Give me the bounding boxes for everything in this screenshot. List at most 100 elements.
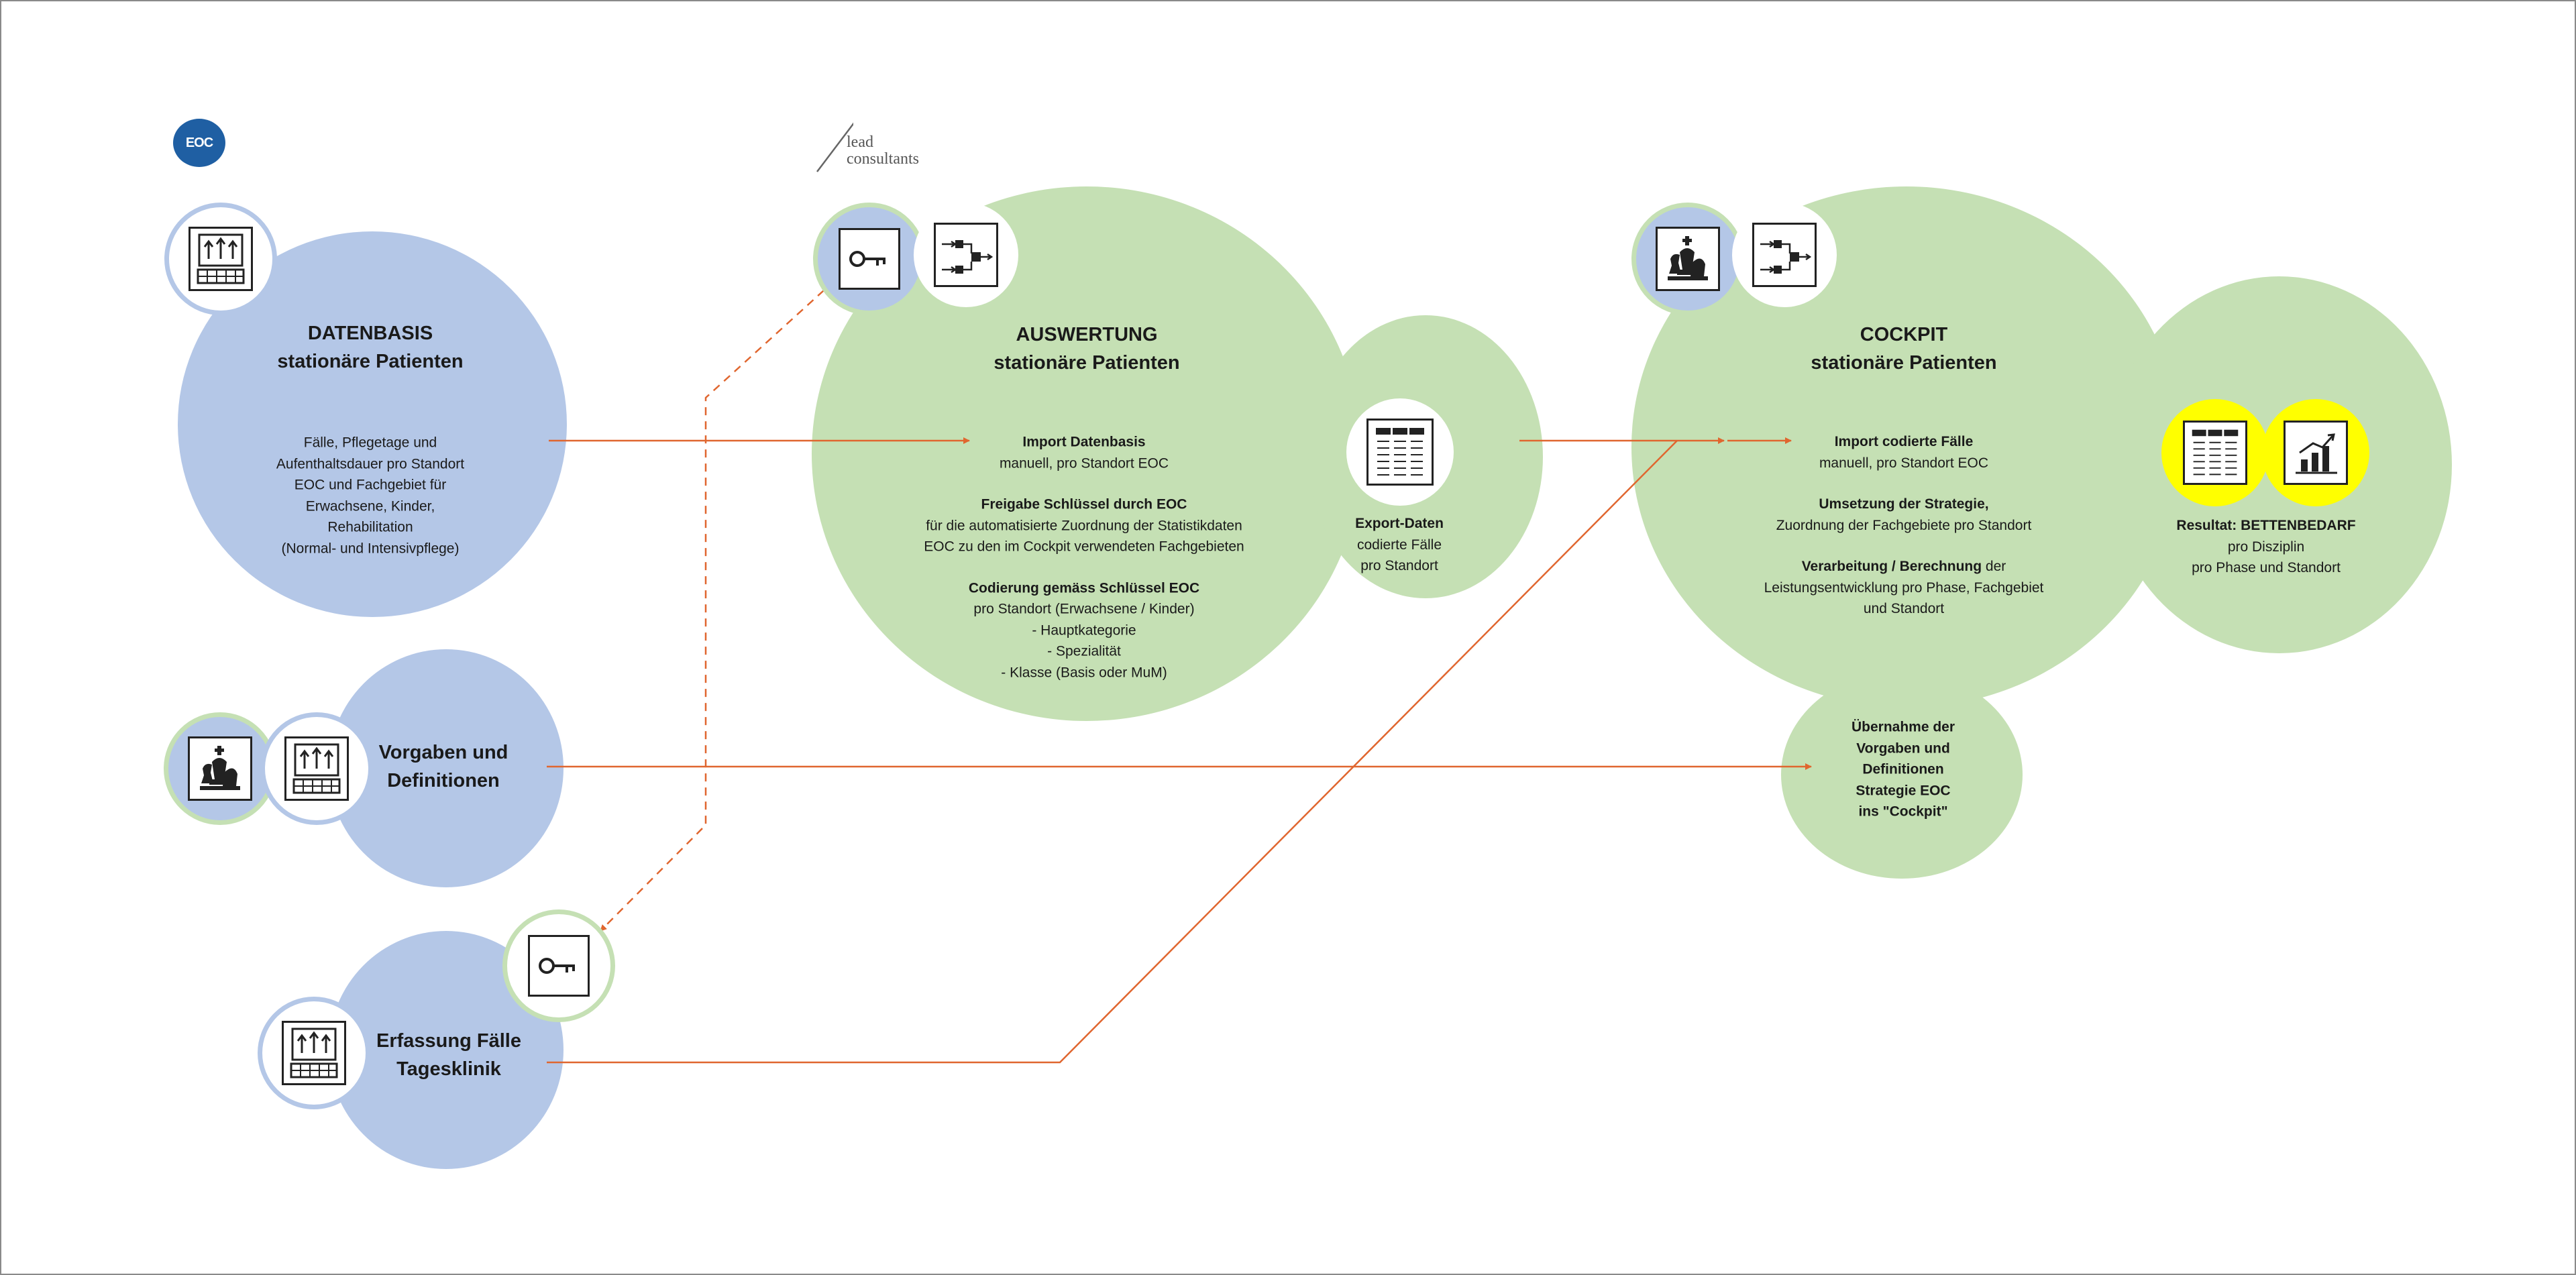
vorgaben-title-line1: Vorgaben und	[378, 741, 508, 763]
lead-logo-line2: consultants	[847, 150, 919, 168]
keyboard-upload-icon-svg	[290, 1028, 338, 1078]
lead-logo-slash	[816, 122, 853, 172]
export-label: Export-Daten codierte Fälle pro Standort	[1355, 513, 1444, 577]
export-title: Export-Daten	[1355, 515, 1444, 531]
datenbasis-title: DATENBASIS	[307, 322, 433, 344]
auswertung-key-bubble	[813, 203, 926, 315]
auswertung-codierung-title: Codierung gemäss Schlüssel EOC	[968, 580, 1200, 596]
datenbasis-body-line: Aufenthaltsdauer pro Standort	[276, 456, 465, 472]
auswertung-import-body: manuell, pro Standort EOC	[999, 455, 1169, 471]
data-table-icon-svg	[1376, 428, 1424, 476]
bar-chart-icon-svg	[2296, 433, 2337, 474]
datenbasis-body-line: Fälle, Pflegetage und	[303, 435, 437, 451]
vorgaben-label: Vorgaben und Definitionen	[379, 738, 508, 795]
datenbasis-label: DATENBASIS stationäre Patienten	[277, 319, 463, 376]
datenbasis-body-line: Rehabilitation	[327, 519, 413, 535]
key-icon-svg	[849, 251, 885, 267]
export-body-line: codierte Fälle	[1356, 537, 1442, 553]
auswertung-codierung-line: - Klasse (Basis oder MuM)	[1001, 665, 1167, 680]
eoc-logo: EOC	[173, 119, 225, 167]
keyboard-upload-icon	[282, 1021, 346, 1085]
vorgaben-data-entry-bubble	[260, 712, 373, 825]
resultat-table-bubble	[2161, 399, 2269, 506]
cockpit-umsetzung-title: Umsetzung der Strategie,	[1819, 496, 1989, 512]
cockpit-import-title: Import codierte Fälle	[1834, 433, 1974, 449]
chess-pieces-icon-svg	[200, 746, 240, 790]
uebernahme-line: Übernahme der	[1851, 719, 1955, 735]
keyboard-upload-icon	[189, 227, 253, 291]
auswertung-process-bubble	[914, 203, 1018, 307]
export-body-line: pro Standort	[1360, 557, 1438, 573]
uebernahme-line: Vorgaben und	[1856, 740, 1950, 756]
lead-consultants-logo: lead consultants	[813, 115, 954, 176]
auswertung-codierung-line: - Spezialität	[1047, 643, 1121, 659]
cockpit-body: Import codierte Fälle manuell, pro Stand…	[1716, 431, 2092, 620]
chess-pieces-icon	[188, 736, 252, 801]
key-icon	[528, 935, 590, 997]
cockpit-umsetzung-body: Zuordnung der Fachgebiete pro Standort	[1776, 517, 2032, 533]
auswertung-codierung-line: pro Standort (Erwachsene / Kinder)	[973, 601, 1195, 617]
erfassung-data-entry-bubble	[258, 997, 370, 1109]
chess-pieces-icon	[1656, 227, 1720, 291]
erfassung-title-line2: Tagesklinik	[396, 1058, 501, 1080]
export-table-bubble	[1346, 398, 1454, 506]
auswertung-label: AUSWERTUNG stationäre Patienten	[994, 321, 1179, 377]
resultat-title: Resultat: BETTENBEDARF	[2176, 517, 2356, 533]
erfassung-key-bubble	[502, 909, 615, 1022]
auswertung-freigabe-title: Freigabe Schlüssel durch EOC	[981, 496, 1187, 512]
arrow-key-dashed	[600, 290, 824, 932]
datenbasis-data-entry-bubble	[164, 203, 277, 315]
key-icon-svg	[539, 958, 575, 974]
datenbasis-subtitle: stationäre Patienten	[277, 351, 464, 372]
cockpit-title: COCKPIT	[1860, 323, 1948, 345]
eoc-logo-text: EOC	[185, 135, 213, 150]
uebernahme-circle	[1781, 671, 2023, 879]
keyboard-upload-icon	[284, 736, 349, 801]
datenbasis-body-line: (Normal- und Intensivpflege)	[281, 541, 460, 556]
uebernahme-label: Übernahme der Vorgaben und Definitionen …	[1851, 716, 1955, 822]
bar-chart-icon	[2284, 421, 2348, 485]
cockpit-import-body: manuell, pro Standort EOC	[1819, 455, 1989, 471]
process-flow-icon	[1752, 223, 1817, 287]
cockpit-verarbeitung-heading: Verarbeitung / Berechnung der	[1716, 556, 2092, 577]
erfassung-label: Erfassung Fälle Tagesklinik	[376, 1027, 521, 1083]
auswertung-import-title: Import Datenbasis	[1022, 434, 1146, 450]
cockpit-process-bubble	[1732, 203, 1837, 307]
cockpit-verarbeitung-line: Leistungsentwicklung pro Phase, Fachgebi…	[1764, 579, 2044, 596]
datenbasis-body: Fälle, Pflegetage und Aufenthaltsdauer p…	[276, 433, 464, 559]
vorgaben-strategy-bubble	[164, 712, 276, 825]
vorgaben-title-line2: Definitionen	[387, 770, 500, 791]
process-flow-icon	[934, 223, 998, 287]
data-table-icon-svg	[2192, 429, 2239, 476]
data-table-icon	[1366, 419, 1434, 486]
datenbasis-body-line: Erwachsene, Kinder,	[305, 498, 435, 514]
auswertung-freigabe-line: für die automatisierte Zuordnung der Sta…	[926, 518, 1242, 533]
cockpit-strategy-bubble	[1631, 203, 1744, 315]
cockpit-verarbeitung-title: Verarbeitung / Berechnung	[1801, 558, 1982, 574]
auswertung-codierung-line: - Hauptkategorie	[1032, 622, 1136, 638]
resultat-label: Resultat: BETTENBEDARF pro Disziplin pro…	[2176, 515, 2355, 579]
process-flow-icon-svg	[942, 240, 993, 274]
resultat-chart-bubble	[2262, 399, 2369, 506]
erfassung-title-line1: Erfassung Fälle	[376, 1030, 521, 1052]
keyboard-upload-icon-svg	[197, 233, 245, 284]
cockpit-subtitle: stationäre Patienten	[1811, 352, 1997, 374]
chess-pieces-icon-svg	[1668, 236, 1708, 280]
cockpit-label: COCKPIT stationäre Patienten	[1811, 321, 1996, 377]
resultat-body-line: pro Disziplin	[2227, 539, 2305, 555]
cockpit-verarbeitung-title-rest: der	[1982, 558, 2006, 574]
auswertung-subtitle: stationäre Patienten	[994, 352, 1180, 374]
uebernahme-line: Strategie EOC	[1856, 782, 1951, 798]
data-table-icon	[2183, 421, 2247, 485]
arrow-erfassung-to-cockpit	[547, 440, 1678, 1064]
keyboard-upload-icon-svg	[292, 743, 341, 794]
process-flow-icon-svg	[1760, 240, 1811, 274]
datenbasis-body-line: EOC und Fachgebiet für	[294, 477, 447, 493]
resultat-body-line: pro Phase und Standort	[2192, 559, 2341, 575]
lead-logo-text: lead consultants	[847, 133, 919, 168]
cockpit-verarbeitung-line: und Standort	[1863, 600, 1945, 616]
auswertung-freigabe-line: EOC zu den im Cockpit verwendeten Fachge…	[924, 539, 1244, 555]
uebernahme-line: ins "Cockpit"	[1858, 803, 1948, 820]
